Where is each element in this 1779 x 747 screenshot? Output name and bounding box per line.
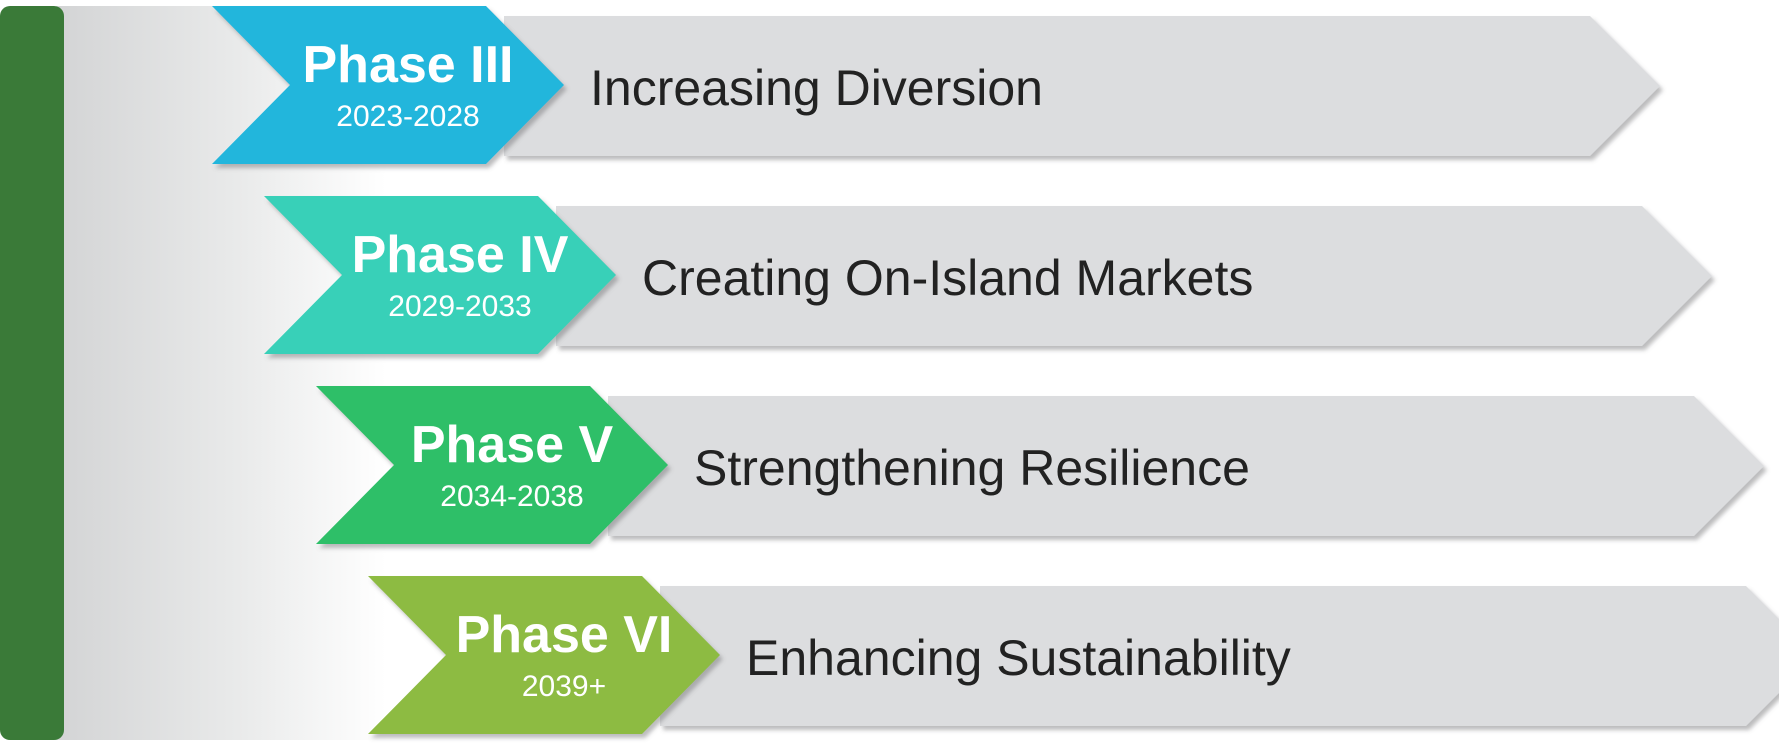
phase-description: Enhancing Sustainability <box>746 630 1291 686</box>
phase-years: 2029-2033 <box>388 290 531 323</box>
phase-description: Creating On-Island Markets <box>642 250 1253 306</box>
phase-description: Strengthening Resilience <box>694 440 1250 496</box>
phase-years: 2034-2038 <box>440 480 583 513</box>
phase-body-arrow <box>608 396 1764 536</box>
phase-description: Increasing Diversion <box>590 60 1043 116</box>
sidebar-dark-strip <box>0 6 64 740</box>
phase-body-arrow <box>504 16 1660 156</box>
phase-title: Phase VI <box>456 606 673 664</box>
phase-years: 2039+ <box>522 670 606 703</box>
phase-years: 2023-2028 <box>336 100 479 133</box>
phase-row-4: Phase IV 2029-2033 Creating On-Island Mark… <box>264 196 1712 354</box>
phase-row-3: Phase III 2023-2028 Increasing Diversion <box>212 6 1660 164</box>
phase-chevron <box>316 386 668 544</box>
phase-title: Phase IV <box>352 226 569 284</box>
phase-title: Phase V <box>411 416 614 474</box>
phase-chevron <box>368 576 720 734</box>
phase-body-arrow <box>556 206 1712 346</box>
phase-row-6: Phase VI 2039+ Enhancing Sustainability <box>368 576 1779 734</box>
phase-row-5: Phase V 2034-2038 Strengthening Resilience <box>316 386 1764 544</box>
phase-chevron <box>264 196 616 354</box>
phase-title: Phase III <box>303 36 514 94</box>
phase-chevron <box>212 6 564 164</box>
phase-body-arrow <box>660 586 1779 726</box>
